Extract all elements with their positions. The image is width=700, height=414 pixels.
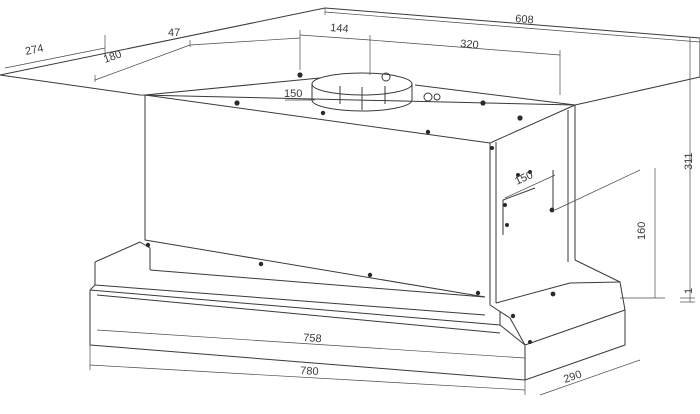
dim-hole-row-inner: 47 xyxy=(168,27,180,39)
dim-outlet-to-holes: 320 xyxy=(460,38,479,51)
dim-visor-width: 780 xyxy=(300,365,319,378)
outlet-collar xyxy=(311,72,441,112)
dim-visor-thickness: 1 xyxy=(683,288,695,294)
visor xyxy=(89,241,626,381)
dim-visor-depth: 290 xyxy=(562,369,583,386)
dimension-labels: 608 144 320 47 180 274 150 150 160 311 1… xyxy=(24,13,695,386)
dim-body-width: 758 xyxy=(303,332,322,345)
side-mounting-plate xyxy=(502,170,554,235)
dim-side-hole-distance: 180 xyxy=(102,48,123,66)
dim-total-depth: 608 xyxy=(515,13,534,26)
hood-body xyxy=(144,77,576,305)
dim-total-height: 311 xyxy=(683,152,695,170)
dim-side-depth: 274 xyxy=(24,42,44,58)
dim-side-plate-height: 160 xyxy=(636,222,648,240)
mounting-holes xyxy=(145,72,556,344)
dim-outlet-diameter: 150 xyxy=(284,88,302,100)
dimension-lines xyxy=(4,8,700,396)
dim-outlet-offset: 144 xyxy=(330,22,349,35)
